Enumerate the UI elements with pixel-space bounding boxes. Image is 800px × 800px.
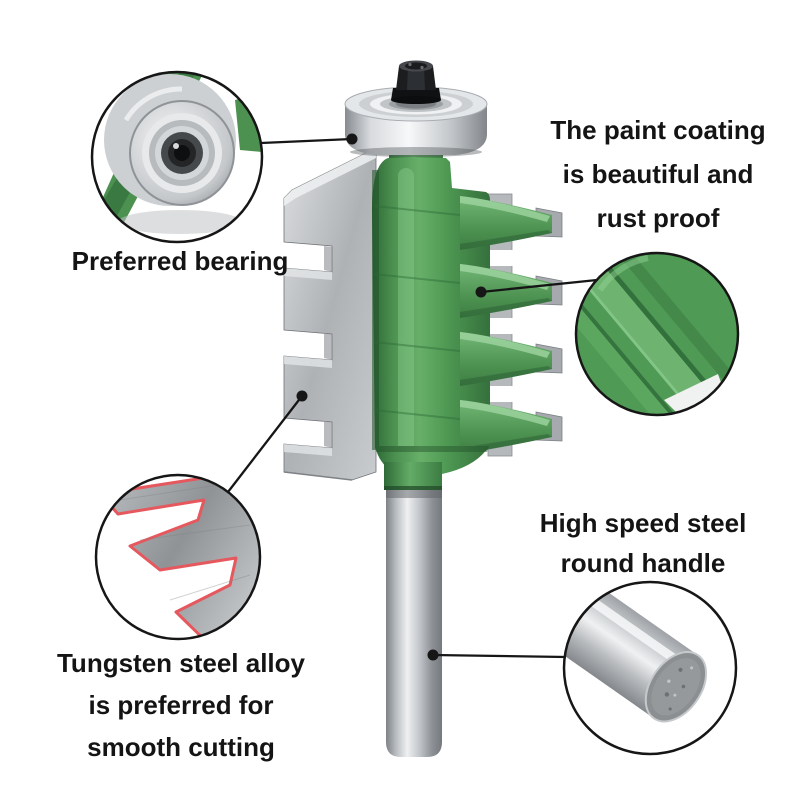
callout-dots bbox=[296, 133, 487, 661]
handle-label-line2: round handle bbox=[560, 548, 726, 578]
handle-callout-dot bbox=[427, 649, 439, 661]
tungsten-label-line1: Tungsten steel alloy bbox=[56, 648, 305, 678]
tooth-blade-tips bbox=[535, 207, 563, 442]
shank bbox=[386, 490, 442, 757]
bearing-closeup-inset bbox=[90, 70, 264, 244]
bearing-label-text: Preferred bearing bbox=[71, 246, 289, 276]
tungsten-callout-line bbox=[227, 395, 303, 493]
callouts bbox=[227, 137, 598, 659]
tungsten-callout-dot bbox=[296, 390, 308, 402]
handle-label-line1: High speed steel bbox=[539, 508, 747, 538]
coating-label: The paint coating is beautiful and rust … bbox=[527, 108, 789, 240]
tungsten-closeup-inset bbox=[94, 473, 262, 641]
handle-label: High speed steel round handle bbox=[512, 503, 774, 583]
cutter-teeth bbox=[460, 196, 552, 454]
tooth bbox=[460, 196, 552, 250]
tooth bbox=[460, 400, 552, 454]
tooth bbox=[460, 332, 552, 386]
pilot-bearing bbox=[344, 86, 488, 157]
steel-blade-plate bbox=[283, 147, 377, 481]
handle-callout-line bbox=[432, 653, 567, 659]
tooth bbox=[460, 264, 552, 318]
coating-closeup-inset bbox=[574, 251, 740, 417]
body-taper bbox=[375, 446, 489, 490]
bearing-callout-dot bbox=[346, 133, 358, 145]
tungsten-label: Tungsten steel alloy is preferred for sm… bbox=[21, 642, 341, 768]
coating-label-line3: rust proof bbox=[596, 203, 720, 233]
tungsten-label-line3: smooth cutting bbox=[87, 732, 275, 762]
lock-nut bbox=[391, 60, 441, 104]
bearing-label: Preferred bearing bbox=[20, 244, 340, 278]
collar bbox=[384, 462, 442, 490]
tungsten-label-line2: is preferred for bbox=[88, 690, 274, 720]
coating-callout-dot bbox=[475, 286, 487, 298]
coating-label-line2: is beautiful and bbox=[562, 159, 754, 189]
bearing-callout-line bbox=[260, 137, 353, 145]
coating-callout-line bbox=[480, 278, 598, 294]
coating-label-line1: The paint coating bbox=[550, 115, 766, 145]
